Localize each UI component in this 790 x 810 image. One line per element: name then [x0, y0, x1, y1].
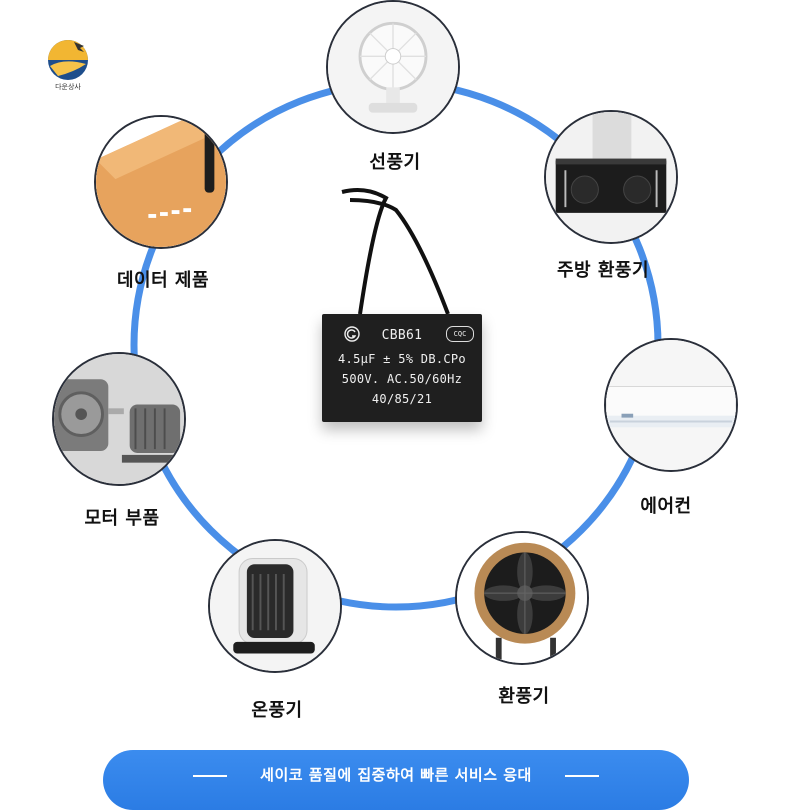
application-heater	[208, 539, 342, 673]
cqc-mark: CQC	[446, 326, 474, 342]
service-banner: 세이코 품질에 집중하여 빠른 서비스 응대	[103, 750, 689, 810]
banner-dash-left	[193, 775, 227, 777]
brand-g-icon	[344, 326, 360, 342]
application-label: 선풍기	[369, 152, 421, 173]
desk-fan-icon	[328, 2, 458, 132]
capacitor-product: CBB61 CQC 4.5μF ± 5% DB.CPo 500V. AC.50/…	[322, 314, 482, 422]
application-label: 온풍기	[251, 700, 303, 721]
air-conditioner-icon	[606, 340, 736, 470]
application-desk-fan	[326, 0, 460, 134]
application-motor	[52, 352, 186, 486]
application-ventilation-fan	[455, 531, 589, 665]
range-hood-icon	[546, 112, 676, 242]
application-label: 주방 환풍기	[556, 260, 650, 281]
company-name: 다운상사	[55, 83, 81, 91]
company-logo-icon	[48, 40, 88, 80]
application-router	[94, 115, 228, 249]
application-label: 에어컨	[640, 496, 692, 517]
capacitor-leads-icon	[341, 188, 450, 315]
banner-text: 세이코 품질에 집중하여 빠른 서비스 응대	[260, 766, 532, 784]
application-air-conditioner	[604, 338, 738, 472]
application-range-hood	[544, 110, 678, 244]
capacitor-spec-climate: 40/85/21	[371, 392, 433, 406]
application-label: 데이터 제품	[116, 270, 210, 291]
application-label: 모터 부품	[84, 508, 160, 529]
router-icon	[96, 117, 226, 247]
capacitor-model: CBB61	[381, 328, 423, 343]
heater-icon	[210, 541, 340, 671]
ventilation-fan-icon	[457, 533, 587, 663]
motor-icon	[54, 354, 184, 484]
capacitor-spec-capacitance: 4.5μF ± 5% DB.CPo	[338, 352, 466, 366]
infographic: 다운상사 선풍기 주방 환풍기	[48, 0, 738, 810]
application-label: 환풍기	[498, 686, 550, 707]
banner-dash-right	[565, 775, 599, 777]
capacitor-spec-voltage: 500V. AC.50/60Hz	[341, 372, 463, 386]
